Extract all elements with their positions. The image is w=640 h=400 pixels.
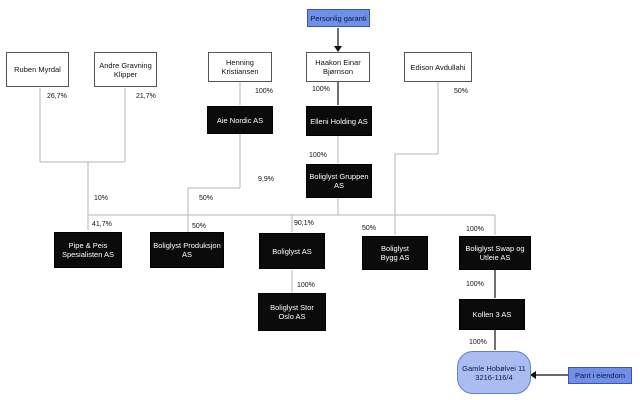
- company-boliglyst-produksjon: Boliglyst Produksjon AS: [150, 232, 224, 268]
- owner-henning-kristiansen: Henning Kristiansen: [208, 52, 272, 82]
- pct-pipe: 41,7%: [92, 221, 112, 228]
- property-gamle-hobolvei: Gamle Hobølvei 11 3216-116/4: [457, 351, 531, 394]
- arrow-head: [334, 46, 342, 52]
- owner-haakon-einar-bjornson: Haakon Einar Bjørnson: [306, 52, 370, 82]
- pct-henning-aie: 100%: [255, 88, 273, 95]
- company-kollen-3: Kollen 3 AS: [459, 299, 525, 330]
- owner-andre-gravning-klipper: Andre Gravning Klipper: [94, 52, 157, 87]
- pct-elleni-gruppen: 100%: [309, 152, 327, 159]
- pct-gamle: 100%: [469, 339, 487, 346]
- pct-andre: 21,7%: [136, 93, 156, 100]
- company-boliglyst-stor-oslo: Boliglyst Stor Oslo AS: [258, 293, 326, 331]
- pct-ruben: 26,7%: [47, 93, 67, 100]
- company-pipe-peis: Pipe & Peis Spesialisten AS: [54, 232, 122, 268]
- personlig-garanti-box: Personlig garanti: [307, 9, 370, 27]
- company-aie-nordic: Aie Nordic AS: [207, 106, 273, 134]
- company-elleni-holding: Elleni Holding AS: [306, 106, 372, 136]
- pct-ten: 10%: [94, 195, 109, 202]
- pct-bygg: 50%: [362, 225, 377, 232]
- pct-aie-share: 9,9%: [258, 176, 274, 183]
- pant-i-eiendom-box: Pant i eiendom: [568, 367, 632, 384]
- pct-edison: 50%: [454, 88, 469, 95]
- pct-haakon-elleni: 100%: [312, 86, 330, 93]
- pct-swap: 100%: [466, 226, 484, 233]
- owner-edison-avdullahi: Edison Avdullahi: [404, 52, 472, 82]
- pct-stor-oslo: 100%: [297, 282, 315, 289]
- pct-produksjon: 50%: [192, 223, 207, 230]
- company-boliglyst-swap-utleie: Boliglyst Swap og Utleie AS: [459, 236, 531, 270]
- company-boliglyst-gruppen: Boliglyst Gruppen AS: [306, 164, 372, 198]
- arrow-head: [530, 371, 536, 379]
- company-boliglyst-as: Boliglyst AS: [259, 233, 325, 269]
- owner-ruben-myrdal: Ruben Myrdal: [6, 52, 69, 87]
- pct-kollen: 100%: [466, 281, 484, 288]
- pct-boliglyst: 90,1%: [294, 220, 314, 227]
- pct-fifty-left: 50%: [199, 195, 214, 202]
- company-boliglyst-bygg: Boliglyst Bygg AS: [362, 236, 428, 270]
